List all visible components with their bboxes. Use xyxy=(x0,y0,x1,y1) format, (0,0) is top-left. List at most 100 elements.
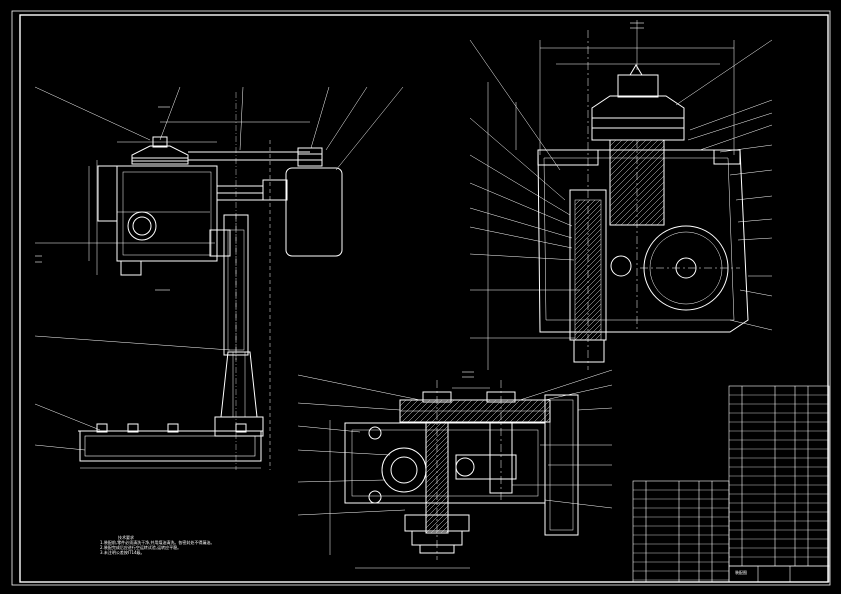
hatch-line xyxy=(574,313,602,341)
technical-notes: 技术要求 1.装配前,零件必须清洗干净,并用煤油清洗。各密封处不得漏油。 2.装… xyxy=(100,535,400,555)
hatch-line xyxy=(425,485,449,509)
hatch-line xyxy=(574,303,602,331)
hatch-line xyxy=(401,399,425,423)
hatch-line xyxy=(574,203,602,231)
hatch-line xyxy=(574,273,602,301)
hatch-line xyxy=(425,445,449,469)
hatch-line xyxy=(574,199,581,206)
hatch-line xyxy=(425,422,442,439)
hatch-line xyxy=(449,399,473,423)
hatch-line xyxy=(609,145,665,201)
hatch-line xyxy=(399,399,413,413)
hatch-line xyxy=(425,450,449,474)
hatch-line xyxy=(574,223,602,251)
hatch-line xyxy=(609,163,665,219)
hatch-line xyxy=(461,399,485,423)
hatch-line xyxy=(425,422,432,429)
hatch-line xyxy=(425,475,449,499)
outer-sheet-border xyxy=(11,10,831,586)
hatch-line xyxy=(479,399,503,423)
hatch-line xyxy=(574,258,602,286)
hatch-line xyxy=(473,399,497,423)
hatch-line xyxy=(574,293,602,321)
hatch-line xyxy=(425,455,449,479)
hatch-line xyxy=(644,205,665,226)
section-hatching xyxy=(399,139,665,534)
hatch-line xyxy=(574,208,602,236)
hatch-line xyxy=(445,530,449,534)
hatch-line xyxy=(609,139,623,153)
hatch-line xyxy=(425,480,449,504)
hatch-line xyxy=(609,139,635,165)
hatch-line xyxy=(594,333,602,341)
hatch-line xyxy=(626,187,665,226)
hatch-line xyxy=(533,405,551,423)
hatch-line xyxy=(574,213,602,241)
hatch-line xyxy=(425,495,449,519)
technical-note-line-1: 1.装配前,零件必须清洗干净,并用煤油清洗。各密封处不得漏油。 xyxy=(100,540,215,545)
hatch-line xyxy=(609,139,647,177)
hatch-line xyxy=(574,238,602,266)
hatch-line xyxy=(662,223,665,226)
section-view-leaders xyxy=(469,39,773,339)
hatch-line xyxy=(650,211,665,226)
parts-list-rows xyxy=(633,394,829,581)
hatch-line xyxy=(425,422,447,444)
hatch-line xyxy=(425,505,449,529)
hatch-line xyxy=(515,399,539,423)
hatch-line xyxy=(425,500,449,524)
hatch-line xyxy=(485,399,509,423)
hatch-line xyxy=(425,465,449,489)
hatch-line xyxy=(425,470,449,494)
hatch-line xyxy=(584,323,602,341)
hatch-line xyxy=(574,243,602,271)
hatch-line xyxy=(521,399,545,423)
hatch-line xyxy=(413,399,437,423)
hatch-line xyxy=(425,490,449,514)
hatch-line xyxy=(527,399,551,423)
hatch-line xyxy=(425,425,449,449)
hatch-line xyxy=(638,199,665,226)
hatch-line xyxy=(574,228,602,256)
hatch-line xyxy=(491,399,515,423)
hatch-line xyxy=(609,157,665,213)
hatch-line xyxy=(574,298,602,326)
hatch-line xyxy=(574,288,602,316)
hatch-line xyxy=(609,139,659,189)
hatch-line xyxy=(539,411,551,423)
hatch-line xyxy=(425,399,449,423)
hatch-line xyxy=(431,399,455,423)
hatch-line xyxy=(609,139,641,171)
hatch-line xyxy=(497,399,521,423)
hatch-line xyxy=(425,430,449,454)
hatch-line xyxy=(589,328,602,341)
hatch-line xyxy=(574,263,602,291)
hatch-line xyxy=(467,399,491,423)
hatch-line xyxy=(574,233,602,261)
section-markers xyxy=(35,22,644,378)
hatch-line xyxy=(609,139,629,159)
hatch-line xyxy=(574,253,602,281)
hatch-line xyxy=(407,399,431,423)
hatch-line xyxy=(574,199,601,226)
hatch-line xyxy=(574,218,602,246)
hatch-line xyxy=(425,422,437,434)
hatch-line xyxy=(574,283,602,311)
hatch-line xyxy=(632,193,665,226)
hatch-line xyxy=(599,338,602,341)
hatch-line xyxy=(425,460,449,484)
technical-note-line-3: 3.未注明公差按IT14级。 xyxy=(100,550,145,555)
hatch-line xyxy=(574,268,602,296)
hatch-line xyxy=(609,139,653,183)
hatch-line xyxy=(509,399,533,423)
hatch-line xyxy=(503,399,527,423)
hatch-line xyxy=(574,308,602,336)
inner-sheet-border xyxy=(19,14,829,583)
hatch-line xyxy=(609,139,665,195)
hatch-line xyxy=(430,515,449,534)
hatch-line xyxy=(574,199,591,216)
hatch-line xyxy=(574,278,602,306)
hatch-line xyxy=(609,169,665,225)
hatch-line xyxy=(574,248,602,276)
